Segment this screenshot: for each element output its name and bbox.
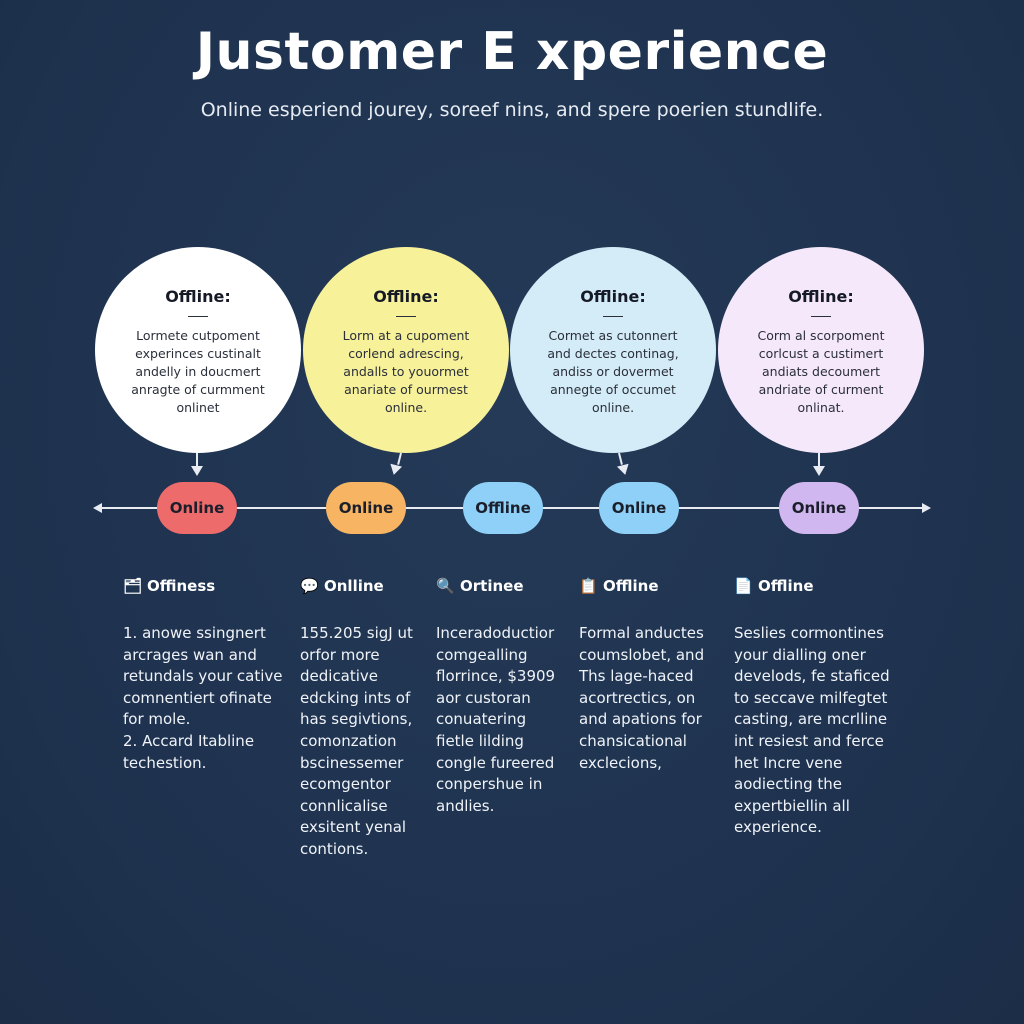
bubble-divider: [396, 316, 416, 317]
bubble-text: Lormete cutpoment experinces custinalt a…: [123, 327, 273, 417]
column-paragraph: 1. anowe ssingnert arcrages wan and retu…: [123, 624, 283, 729]
bubble-text: Corm al scorpoment corlcust a custimert …: [746, 327, 896, 417]
column-body: Formal anductes coumslobet, and Ths lage…: [579, 623, 719, 774]
bubble-line: annegte of occumet: [550, 382, 676, 397]
column-heading: 📋 Offline: [579, 577, 719, 599]
chat-icon: 💬: [300, 577, 319, 595]
connector-arrow-icon: [616, 463, 632, 477]
bubble-line: Corm al scorpoment: [757, 328, 885, 343]
timeline-pill-3: Offline: [463, 482, 543, 534]
search-icon: 🔍: [436, 577, 455, 595]
connector-line: [618, 452, 623, 465]
column-heading-label: Offline: [758, 577, 814, 595]
bubble-line: corlcust a custimert: [758, 346, 884, 361]
page-title: Justomer E xperience: [195, 22, 829, 82]
info-column-3: 🔍 Ortinee Inceradoductior comgealling flo…: [436, 577, 566, 817]
column-heading-label: Onlline: [324, 577, 384, 595]
bubble-title: Offline:: [788, 287, 854, 306]
connector-arrow-icon: [387, 463, 403, 477]
bubble-line: online.: [384, 400, 428, 415]
column-paragraph: Inceradoductior comgealling florrince, $…: [436, 624, 556, 815]
bubble-line: online.: [591, 400, 635, 415]
info-column-1: 🗂Offiness 1. anowe ssingnert arcrages wa…: [123, 577, 283, 774]
bubble-text: Cormet as cutonnert and dectes continag,…: [538, 327, 688, 417]
document-icon: 📋: [579, 577, 598, 595]
connector-arrow-icon: [813, 466, 825, 476]
column-paragraph: 155.205 sigJ ut orfor more dedicative ed…: [300, 624, 413, 858]
bubble-divider: [811, 316, 831, 317]
column-heading-label: Offline: [603, 577, 659, 595]
clipboard-icon: 📄: [734, 577, 753, 595]
bubble-line: onlinat.: [797, 400, 845, 415]
info-column-5: 📄 Offline Seslies cormontines your dialli…: [734, 577, 899, 839]
timeline-pill-4: Online: [599, 482, 679, 534]
bubble-text: Lorm at a cupoment corlend adrescing, an…: [331, 327, 481, 417]
bubble-divider: [603, 316, 623, 317]
column-paragraph: Formal anductes coumslobet, and Ths lage…: [579, 624, 705, 772]
connector-line: [818, 453, 820, 467]
timeline-pill-2: Online: [326, 482, 406, 534]
bubble-title: Offline:: [373, 287, 439, 306]
bubble-line: andalls to youormet: [343, 364, 469, 379]
timeline-pill-5: Online: [779, 482, 859, 534]
bubble-line: andiats decoumert: [761, 364, 880, 379]
stage-bubble-4: Offline: Corm al scorpoment corlcust a c…: [718, 247, 924, 453]
bubble-title: Offline:: [580, 287, 646, 306]
column-heading-label: Ortinee: [460, 577, 524, 595]
bubble-line: experinces custinalt: [135, 346, 261, 361]
column-body: 155.205 sigJ ut orfor more dedicative ed…: [300, 623, 422, 861]
bubble-line: anragte of curmment: [131, 382, 265, 397]
column-heading-label: Offiness: [147, 577, 216, 595]
timeline-arrow-right-icon: [922, 503, 931, 513]
column-heading: 🗂Offiness: [123, 577, 283, 599]
bubble-line: anariate of ourmest: [344, 382, 468, 397]
connector-line: [397, 452, 402, 465]
column-heading: 💬 Onlline: [300, 577, 422, 599]
stage-bubble-1: Offline: Lormete cutpoment experinces cu…: [95, 247, 301, 453]
column-body: Seslies cormontines your dialling oner d…: [734, 623, 899, 839]
bubble-line: and dectes continag,: [547, 346, 679, 361]
timeline-arrow-left-icon: [93, 503, 102, 513]
timeline-pill-1: Online: [157, 482, 237, 534]
info-column-4: 📋 Offline Formal anductes coumslobet, and…: [579, 577, 719, 774]
column-paragraph: Seslies cormontines your dialling oner d…: [734, 624, 890, 837]
bubble-line: onlinet: [176, 400, 220, 415]
connector-line: [196, 453, 198, 467]
bubble-title: Offline:: [165, 287, 231, 306]
column-paragraph: 2. Accard Itabline techestion.: [123, 731, 255, 772]
bubble-line: andiss or dovermet: [552, 364, 674, 379]
info-column-2: 💬 Onlline 155.205 sigJ ut orfor more dedi…: [300, 577, 422, 861]
column-body: 1. anowe ssingnert arcrages wan and retu…: [123, 623, 283, 774]
page-subtitle: Online esperiend jourey, soreef nins, an…: [200, 99, 824, 121]
bubble-line: Cormet as cutonnert: [548, 328, 678, 343]
bubble-line: Lorm at a cupoment: [342, 328, 470, 343]
column-heading: 📄 Offline: [734, 577, 899, 599]
briefcase-icon: 🗂: [123, 577, 143, 595]
column-body: Inceradoductior comgealling florrince, $…: [436, 623, 566, 817]
bubble-line: andriate of curment: [758, 382, 884, 397]
bubble-divider: [188, 316, 208, 317]
column-heading: 🔍 Ortinee: [436, 577, 566, 599]
connector-arrow-icon: [191, 466, 203, 476]
stage-bubble-3: Offline: Cormet as cutonnert and dectes …: [510, 247, 716, 453]
bubble-line: Lormete cutpoment: [136, 328, 260, 343]
bubble-line: andelly in doucmert: [135, 364, 261, 379]
bubble-line: corlend adrescing,: [348, 346, 464, 361]
stage-bubble-2: Offline: Lorm at a cupoment corlend adre…: [303, 247, 509, 453]
